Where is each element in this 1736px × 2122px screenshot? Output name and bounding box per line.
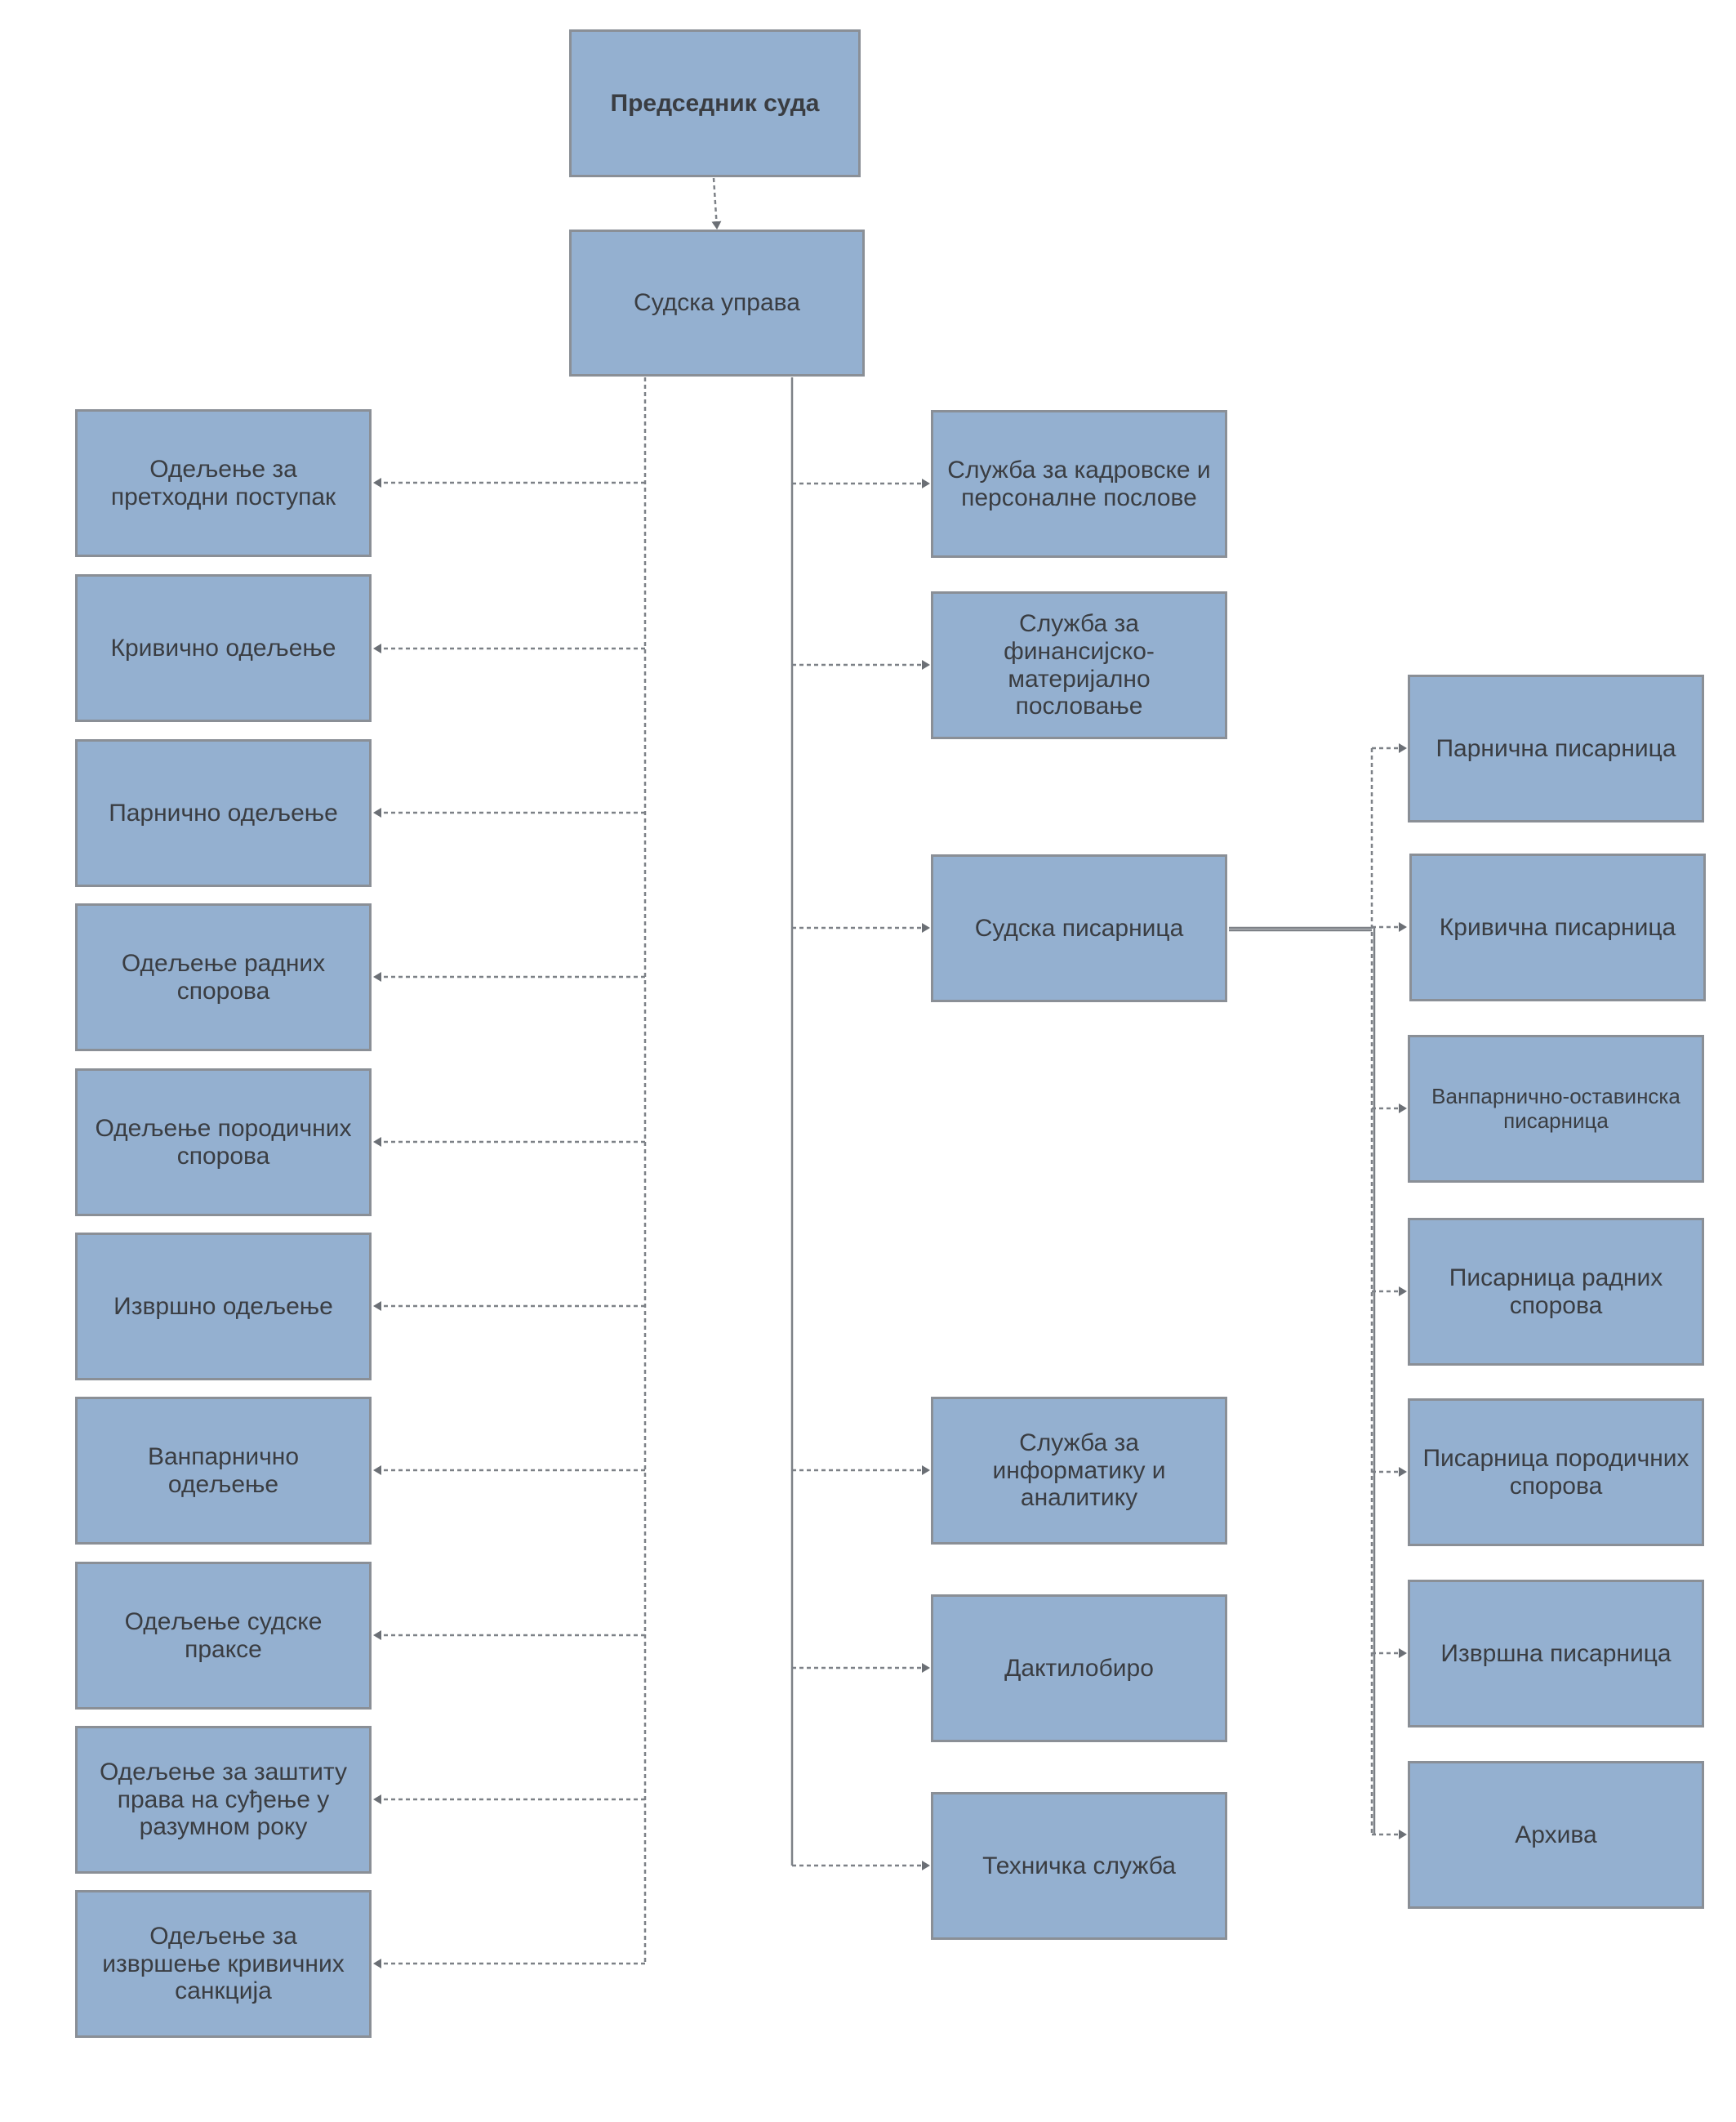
dept-non-contentious-label: Ванпарнично одељење — [147, 1442, 300, 1498]
registry-enforcement-label: Извршна писарница — [1440, 1639, 1671, 1667]
president-label: Председник суда — [610, 89, 820, 117]
dept-civil-label: Парнично одељење — [109, 799, 338, 827]
service-technical-label: Техничка служба — [982, 1852, 1176, 1879]
service-hr-label: Служба за кадровске и персоналне послове — [947, 456, 1211, 511]
registry-archive-label: Архива — [1515, 1821, 1597, 1848]
dept-criminal-label: Кривично одељење — [110, 634, 336, 662]
registry-civil-label: Парнична писарница — [1436, 734, 1676, 762]
dept-labor-label: Одељење радних спорова — [121, 949, 326, 1005]
registry-labor-box: Писарница радних спорова — [1408, 1218, 1704, 1366]
dept-family-box: Одељење породичних спорова — [75, 1068, 372, 1216]
service-hr-box: Служба за кадровске и персоналне послове — [931, 410, 1227, 558]
dept-case-law-box: Одељење судске праксе — [75, 1562, 372, 1710]
registry-family-box: Писарница породичних спорова — [1408, 1398, 1704, 1546]
dept-pretrial-box: Одељење за претходни поступак — [75, 409, 372, 557]
dept-enforcement-box: Извршно одељење — [75, 1233, 372, 1380]
court-administration-label: Судска управа — [634, 289, 800, 317]
registry-civil-box: Парнична писарница — [1408, 675, 1704, 822]
dept-enforcement-label: Извршно одељење — [114, 1292, 333, 1320]
dept-labor-box: Одељење радних спорова — [75, 903, 372, 1051]
registry-non-contentious-probate-box: Ванпарнично-оставинска писарница — [1408, 1035, 1704, 1183]
president-box: Председник суда — [569, 29, 861, 177]
dept-criminal-sanctions-label: Одељење за извршење кривичних санкција — [102, 1922, 345, 2005]
registry-family-label: Писарница породичних спорова — [1422, 1444, 1689, 1500]
dept-case-law-label: Одељење судске праксе — [124, 1607, 323, 1663]
service-typing-office-label: Дактилобиро — [1004, 1654, 1154, 1682]
service-it-box: Служба за информатику и аналитику — [931, 1397, 1227, 1545]
dept-family-label: Одељење породичних спорова — [95, 1114, 352, 1170]
registry-non-contentious-probate-label: Ванпарнично-оставинска писарница — [1431, 1084, 1680, 1133]
dept-criminal-sanctions-box: Одељење за извршење кривичних санкција — [75, 1890, 372, 2038]
registry-criminal-label: Кривична писарница — [1439, 913, 1676, 941]
registry-labor-label: Писарница радних спорова — [1449, 1264, 1663, 1319]
dept-trial-reasonable-time-label: Одељење за заштиту права на суђење у раз… — [100, 1758, 347, 1841]
registry-enforcement-box: Извршна писарница — [1408, 1580, 1704, 1727]
service-court-registry-label: Судска писарница — [974, 914, 1184, 942]
connector-president-to-administration — [711, 177, 722, 230]
registry-criminal-box: Кривична писарница — [1409, 854, 1706, 1001]
registry-archive-box: Архива — [1408, 1761, 1704, 1909]
service-court-registry-box: Судска писарница — [931, 854, 1227, 1002]
dept-pretrial-label: Одељење за претходни поступак — [110, 455, 336, 510]
dept-civil-box: Парнично одељење — [75, 739, 372, 887]
dept-trial-reasonable-time-box: Одељење за заштиту права на суђење у раз… — [75, 1726, 372, 1874]
service-technical-box: Техничка служба — [931, 1792, 1227, 1940]
service-typing-office-box: Дактилобиро — [931, 1594, 1227, 1742]
service-finance-box: Служба за финансијско- материјално посло… — [931, 591, 1227, 739]
service-it-label: Служба за информатику и аналитику — [992, 1429, 1166, 1512]
dept-non-contentious-box: Ванпарнично одељење — [75, 1397, 372, 1545]
service-finance-label: Служба за финансијско- материјално посло… — [1004, 609, 1155, 720]
dept-criminal-box: Кривично одељење — [75, 574, 372, 722]
court-administration-box: Судска управа — [569, 230, 865, 377]
